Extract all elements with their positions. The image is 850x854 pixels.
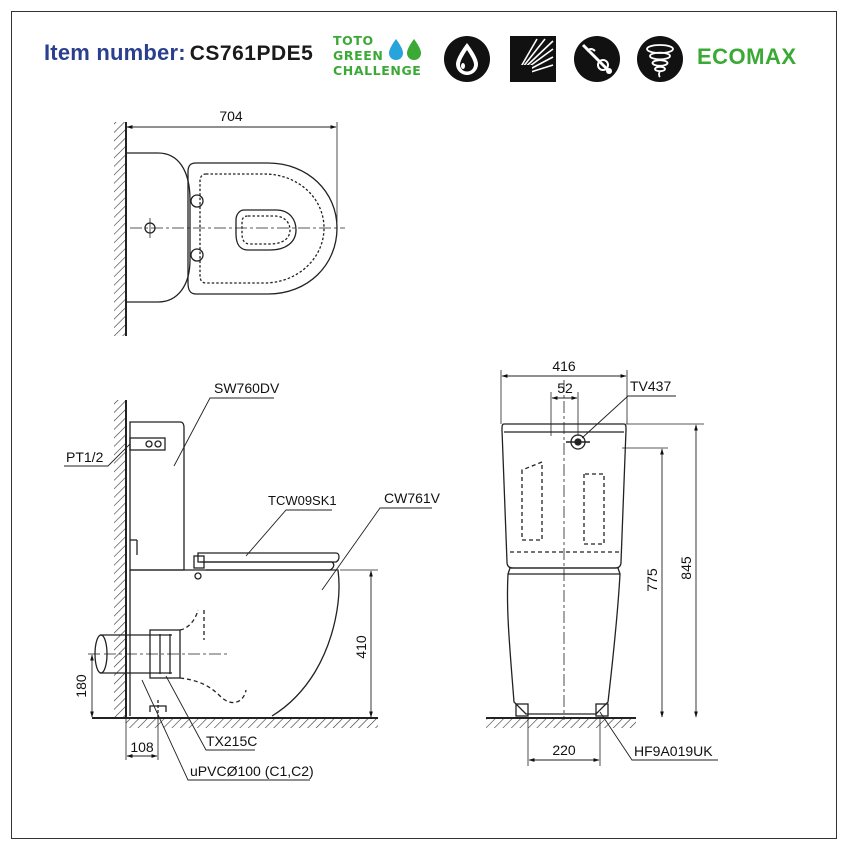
green-challenge-logo: TOTO GREEN CHALLENGE xyxy=(333,33,421,78)
water-drop-badge-icon xyxy=(444,36,490,82)
side-view-bowl xyxy=(130,569,340,717)
front-view-fill-valve xyxy=(521,461,543,541)
dim-180: 180 xyxy=(73,674,89,698)
dim-220: 220 xyxy=(552,742,576,758)
leader-pt12 xyxy=(64,443,131,467)
top-view-hinge-right xyxy=(190,248,204,262)
side-view-tank xyxy=(129,421,185,571)
callout-tx215c: TX215C xyxy=(206,733,257,749)
item-number-row: Item number: CS761PDE5 xyxy=(44,40,313,66)
dim-52: 52 xyxy=(557,380,573,396)
leader-tx215c xyxy=(165,675,255,751)
front-view xyxy=(486,370,718,766)
top-view-tank xyxy=(126,152,191,303)
side-view-inlet-valve xyxy=(129,437,166,451)
front-view-flush-valve xyxy=(583,473,605,545)
dim-108: 108 xyxy=(130,739,154,755)
leader-upvc xyxy=(141,679,310,781)
green-challenge-line-1: TOTO xyxy=(333,33,374,48)
dim-410: 410 xyxy=(353,635,369,659)
leader-tv437 xyxy=(581,395,676,439)
dim-704: 704 xyxy=(219,108,243,124)
leader-cw761v xyxy=(321,507,432,591)
callout-tcw09sk1: TCW09SK1 xyxy=(268,493,337,508)
side-view-floor-hatch xyxy=(126,718,378,728)
drawing-frame xyxy=(11,11,837,839)
item-number-label: Item number: xyxy=(44,40,186,65)
callout-hf9a019uk: HF9A019UK xyxy=(634,743,713,759)
top-view-hinge-left xyxy=(190,194,204,208)
leader-sw760dv xyxy=(173,397,274,467)
top-view xyxy=(114,122,345,336)
front-view-fixing-left xyxy=(515,703,529,717)
side-view-wall-hatch xyxy=(114,400,126,718)
callout-pt12: PT1/2 xyxy=(66,449,104,465)
dim-845: 845 xyxy=(678,556,694,580)
leader-tcw09sk1 xyxy=(245,509,332,557)
dim-416: 416 xyxy=(552,358,576,374)
front-view-fixing-right xyxy=(595,703,609,717)
green-challenge-line-3: CHALLENGE xyxy=(333,63,422,78)
green-challenge-line-2: GREEN xyxy=(333,48,384,63)
top-view-bowl-inner xyxy=(241,215,291,245)
tornado-flush-icon xyxy=(637,36,683,82)
front-view-floor-hatch xyxy=(486,718,636,728)
top-view-seat-inner xyxy=(199,173,325,284)
water-drops-icon xyxy=(389,39,421,60)
no-touch-clean-icon xyxy=(574,36,620,82)
callout-upvc: uPVCØ100 (C1,C2) xyxy=(190,763,314,779)
leader-hf9a019uk xyxy=(599,711,718,761)
side-view-hinge xyxy=(193,555,205,569)
callout-cw761v: CW761V xyxy=(384,490,441,506)
side-view-seat-lid xyxy=(197,552,340,563)
side-view xyxy=(64,397,432,781)
top-view-bowl-opening xyxy=(235,209,297,251)
item-number-value: CS761PDE5 xyxy=(189,42,314,65)
spray-burst-icon xyxy=(510,36,556,82)
callout-tv437: TV437 xyxy=(630,378,671,394)
top-view-seat-outline xyxy=(187,162,338,295)
callout-sw760dv: SW760DV xyxy=(214,380,280,396)
side-view-trap-path xyxy=(179,677,247,704)
top-view-wall-hatch xyxy=(114,122,126,336)
dim-775: 775 xyxy=(644,568,660,592)
ecomax-logo: ECOMAX xyxy=(697,44,797,69)
